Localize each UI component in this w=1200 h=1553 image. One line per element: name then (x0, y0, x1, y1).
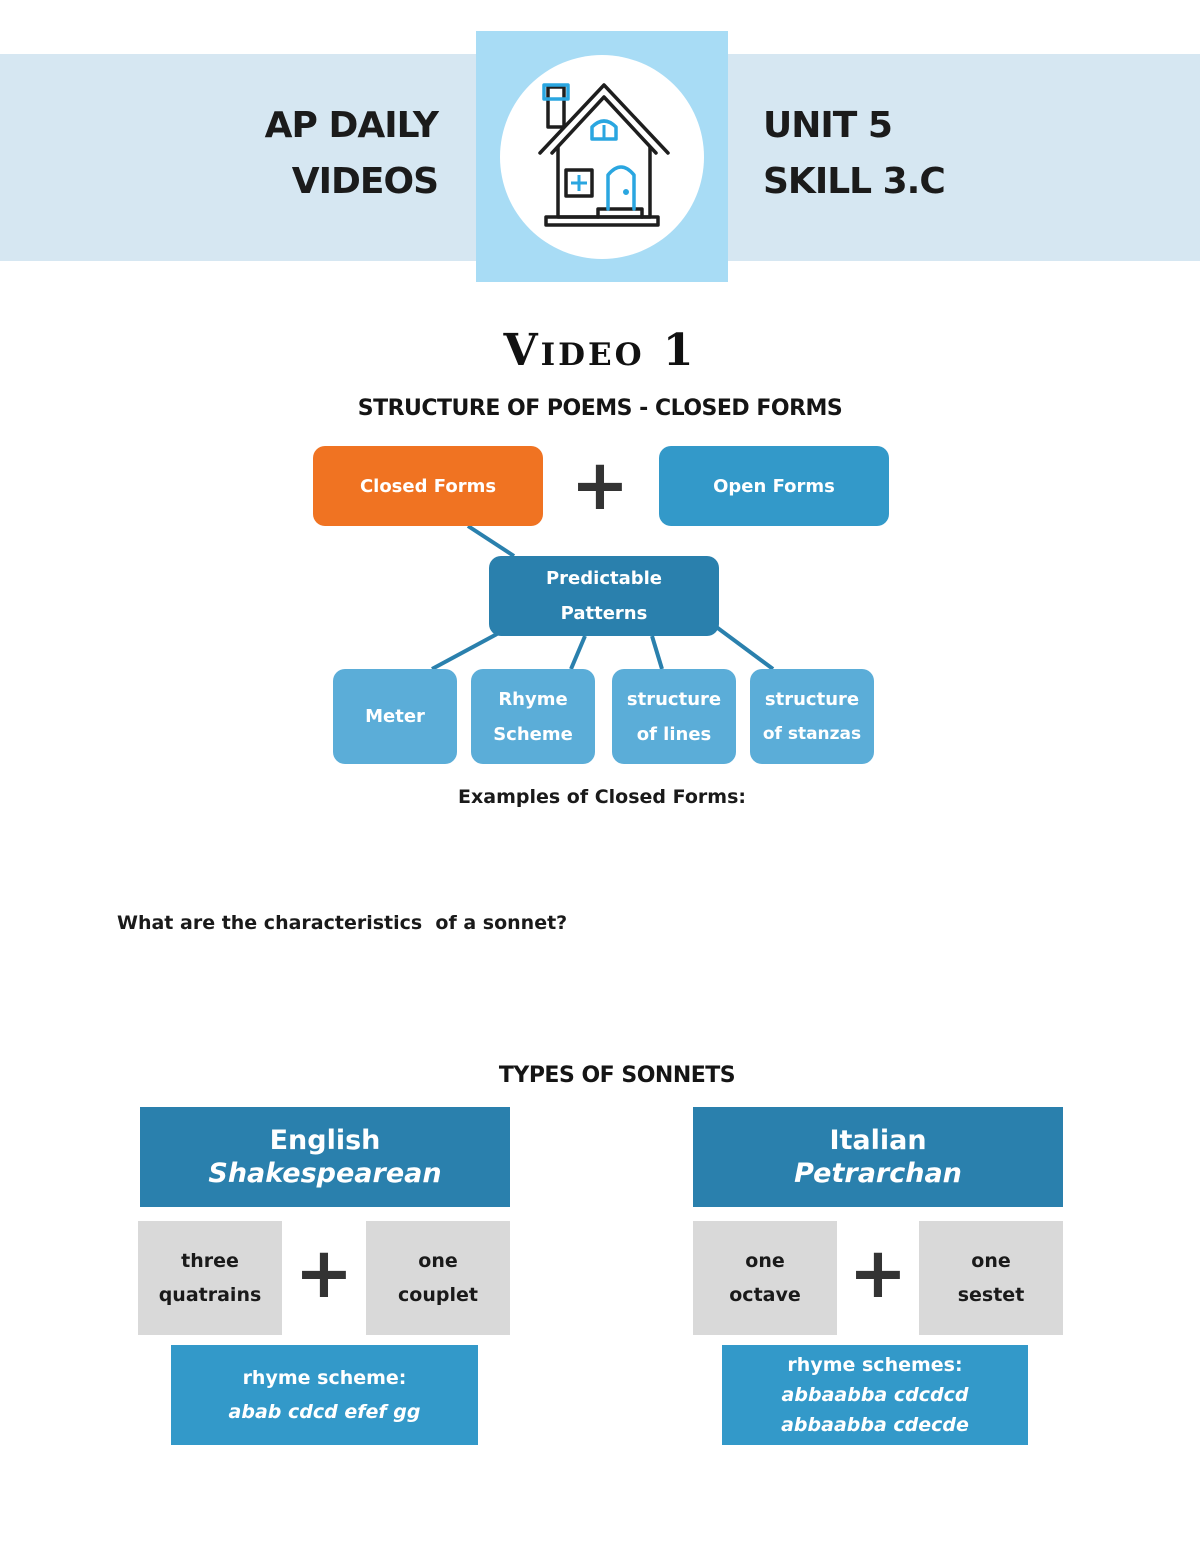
structure-of-stanzas-box: structure of stanzas (750, 669, 874, 764)
english-part1-line2: quatrains (158, 1284, 262, 1306)
plus-icon: + (570, 444, 630, 526)
open-forms-box: Open Forms (659, 446, 889, 526)
italian-sonnet-header: Italian Petrarchan (693, 1107, 1063, 1207)
closed-forms-box: Closed Forms (313, 446, 543, 526)
italian-part1-box: one octave (693, 1221, 837, 1335)
english-part1-box: three quatrains (138, 1221, 282, 1335)
italian-part1-line1: one (745, 1250, 785, 1272)
diagram-connectors (431, 524, 775, 671)
types-of-sonnets-title: TYPES OF SONNETS (498, 1063, 736, 1088)
structure-stanzas-line1: structure (764, 688, 860, 710)
rhyme-scheme-box: Rhyme Scheme (471, 669, 595, 764)
english-part2-line1: one (418, 1250, 458, 1272)
video-title-text: Video 1 (503, 325, 697, 376)
header-right-title: UNIT 5 SKILL 3.C (763, 98, 946, 210)
house-icon (538, 83, 670, 227)
structure-lines-line1: structure (626, 688, 722, 710)
logo-circle (500, 55, 704, 259)
predictable-line2: Patterns (560, 603, 648, 624)
meter-label: Meter (365, 706, 425, 727)
italian-name: Italian (829, 1125, 927, 1156)
connector-predictable-rhyme (569, 635, 587, 670)
structure-of-lines-box: structure of lines (612, 669, 736, 764)
italian-rhyme-scheme-1: abbaabba cdcdcd (781, 1384, 969, 1406)
italian-rhyme-scheme-2: abbaabba cdecde (781, 1414, 969, 1436)
header-right-line2: SKILL 3.C (763, 161, 946, 202)
english-part2-box: one couplet (366, 1221, 510, 1335)
connector-predictable-meter (431, 632, 498, 671)
italian-part2-line1: one (971, 1250, 1011, 1272)
predictable-patterns-box: Predictable Patterns (489, 556, 719, 636)
connector-predictable-stanzas (713, 624, 775, 671)
english-alt-name: Shakespearean (208, 1158, 442, 1189)
english-sonnet-header: English Shakespearean (140, 1107, 510, 1207)
connector-closed-predictable (466, 524, 516, 558)
predictable-line1: Predictable (545, 568, 662, 589)
structure-lines-line2: of lines (636, 723, 712, 745)
header-left-line2: VIDEOS (291, 161, 439, 202)
english-part1-line1: three (181, 1250, 239, 1272)
english-rhyme-box: rhyme scheme: abab cdcd efef gg (171, 1345, 478, 1445)
sonnet-question: What are the characteristics of a sonnet… (117, 912, 568, 934)
meter-box: Meter (333, 669, 457, 764)
header-right-line1: UNIT 5 (763, 105, 893, 146)
english-part2-line2: couplet (398, 1284, 478, 1306)
italian-rhyme-label: rhyme schemes: (787, 1354, 963, 1376)
plus-icon: + (294, 1232, 354, 1314)
section-subtitle: STRUCTURE OF POEMS - CLOSED FORMS (357, 396, 843, 421)
rhyme-scheme-line1: Rhyme (498, 688, 568, 710)
video-title: Video 1 (0, 325, 1200, 376)
examples-label: Examples of Closed Forms: (458, 786, 746, 808)
english-rhyme-label: rhyme scheme: (242, 1367, 407, 1389)
english-rhyme-scheme: abab cdcd efef gg (228, 1401, 421, 1423)
italian-part1-line2: octave (729, 1284, 801, 1306)
italian-rhyme-box: rhyme schemes: abbaabba cdcdcd abbaabba … (722, 1345, 1028, 1445)
italian-part2-line2: sestet (957, 1284, 1025, 1306)
structure-stanzas-line2: of stanzas (762, 723, 862, 744)
italian-alt-name: Petrarchan (794, 1158, 962, 1189)
header-left-line1: AP DAILY (264, 105, 439, 146)
italian-part2-box: one sestet (919, 1221, 1063, 1335)
plus-icon: + (848, 1232, 908, 1314)
english-name: English (269, 1125, 381, 1156)
rhyme-scheme-line2: Scheme (493, 723, 573, 745)
header-left-title: AP DAILY VIDEOS (264, 98, 439, 210)
connector-predictable-lines (650, 635, 664, 670)
